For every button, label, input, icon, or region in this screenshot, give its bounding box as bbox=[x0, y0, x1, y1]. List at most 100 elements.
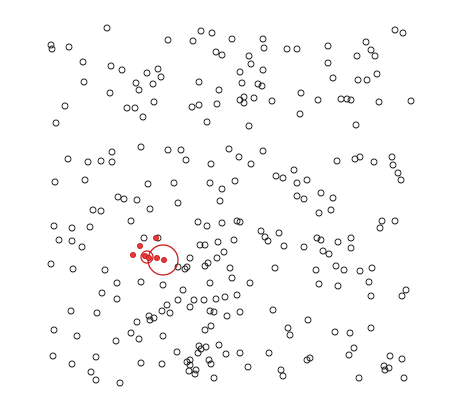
scatter-point bbox=[300, 195, 308, 203]
scatter-point bbox=[245, 52, 253, 60]
scatter-point bbox=[84, 158, 92, 166]
scatter-point bbox=[354, 76, 362, 84]
scatter-point bbox=[257, 227, 265, 235]
scatter-point bbox=[192, 366, 200, 374]
scatter-point bbox=[157, 73, 165, 81]
scatter-point bbox=[195, 101, 203, 109]
scatter-point bbox=[206, 179, 214, 187]
scatter-point bbox=[174, 199, 182, 207]
scatter-point bbox=[381, 366, 389, 374]
scatter-point bbox=[135, 335, 143, 343]
scatter-point bbox=[300, 243, 308, 251]
scatter-point bbox=[324, 59, 332, 67]
scatter-point bbox=[325, 250, 333, 258]
scatter-point bbox=[68, 224, 76, 232]
scatter-point bbox=[279, 372, 287, 380]
scatter-point bbox=[68, 360, 76, 368]
scatter-point bbox=[213, 254, 221, 262]
scatter-point bbox=[265, 349, 273, 357]
scatter-point bbox=[47, 260, 55, 268]
scatter-point bbox=[65, 43, 73, 51]
scatter-point bbox=[329, 194, 337, 202]
highlight-point bbox=[160, 256, 167, 263]
scatter-point bbox=[386, 352, 394, 360]
scatter-point bbox=[97, 157, 105, 165]
scatter-point bbox=[236, 349, 244, 357]
scatter-point bbox=[48, 45, 56, 53]
scatter-point bbox=[367, 292, 375, 300]
scatter-point bbox=[218, 219, 226, 227]
scatter-point bbox=[280, 242, 288, 250]
scatter-point bbox=[127, 329, 135, 337]
scatter-point bbox=[334, 282, 342, 290]
scatter-point bbox=[306, 354, 314, 362]
scatter-point bbox=[362, 38, 370, 46]
scatter-point bbox=[367, 46, 375, 54]
scatter-point bbox=[222, 350, 230, 358]
scatter-point bbox=[218, 185, 226, 193]
scatter-point bbox=[158, 360, 166, 368]
scatter-point bbox=[236, 68, 244, 76]
scatter-point bbox=[228, 35, 236, 43]
scatter-point bbox=[230, 236, 238, 244]
scatter-point bbox=[113, 295, 121, 303]
scatter-point bbox=[235, 153, 243, 161]
scatter-point bbox=[226, 264, 234, 272]
scatter-point bbox=[399, 29, 407, 37]
scatter-point bbox=[47, 41, 55, 49]
scatter-point bbox=[347, 96, 355, 104]
scatter-point bbox=[373, 70, 381, 78]
scatter-point bbox=[139, 113, 147, 121]
scatter-point bbox=[231, 177, 239, 185]
scatter-point bbox=[304, 316, 312, 324]
scatter-point bbox=[223, 312, 231, 320]
scatter-point bbox=[174, 296, 182, 304]
scatter-point bbox=[154, 65, 162, 73]
scatter-point bbox=[98, 289, 106, 297]
scatter-point bbox=[286, 331, 294, 339]
scatter-point bbox=[97, 207, 105, 215]
scatter-point bbox=[352, 121, 360, 129]
scatter-point bbox=[283, 45, 291, 53]
scatter-point bbox=[375, 98, 383, 106]
scatter-point bbox=[150, 98, 158, 106]
scatter-point bbox=[87, 368, 95, 376]
scatter-point bbox=[402, 286, 410, 294]
scatter-point bbox=[164, 146, 172, 154]
scatter-point bbox=[233, 217, 241, 225]
scatter-point bbox=[106, 89, 114, 97]
scatter-point bbox=[79, 58, 87, 66]
scatter-point bbox=[233, 291, 241, 299]
scatter-point bbox=[314, 96, 322, 104]
scatter-point bbox=[113, 279, 121, 287]
scatter-point bbox=[133, 196, 141, 204]
scatter-point bbox=[247, 60, 255, 68]
scatter-point bbox=[210, 374, 218, 382]
scatter-point bbox=[221, 293, 229, 301]
scatter-point bbox=[194, 218, 202, 226]
scatter-point bbox=[150, 314, 158, 322]
scatter-point bbox=[208, 29, 216, 37]
scatter-point bbox=[376, 224, 384, 232]
scatter-point bbox=[319, 247, 327, 255]
scatter-point bbox=[92, 376, 100, 384]
scatter-point bbox=[159, 281, 167, 289]
scatter-point bbox=[67, 307, 75, 315]
scatter-point bbox=[236, 96, 244, 104]
scatter-point bbox=[163, 301, 171, 309]
scatter-point bbox=[312, 266, 320, 274]
scatter-point bbox=[179, 286, 187, 294]
scatter-point bbox=[68, 237, 76, 245]
scatter-point bbox=[55, 236, 63, 244]
scatter-point bbox=[207, 322, 215, 330]
scatter-point bbox=[269, 306, 277, 314]
scatter-point bbox=[116, 379, 124, 387]
scatter-point bbox=[93, 309, 101, 317]
scatter-point bbox=[213, 100, 221, 108]
scatter-point bbox=[212, 295, 220, 303]
scatter-point bbox=[207, 160, 215, 168]
scatter-point bbox=[371, 52, 379, 60]
scatter-point bbox=[191, 370, 199, 378]
points-layer bbox=[47, 24, 415, 387]
